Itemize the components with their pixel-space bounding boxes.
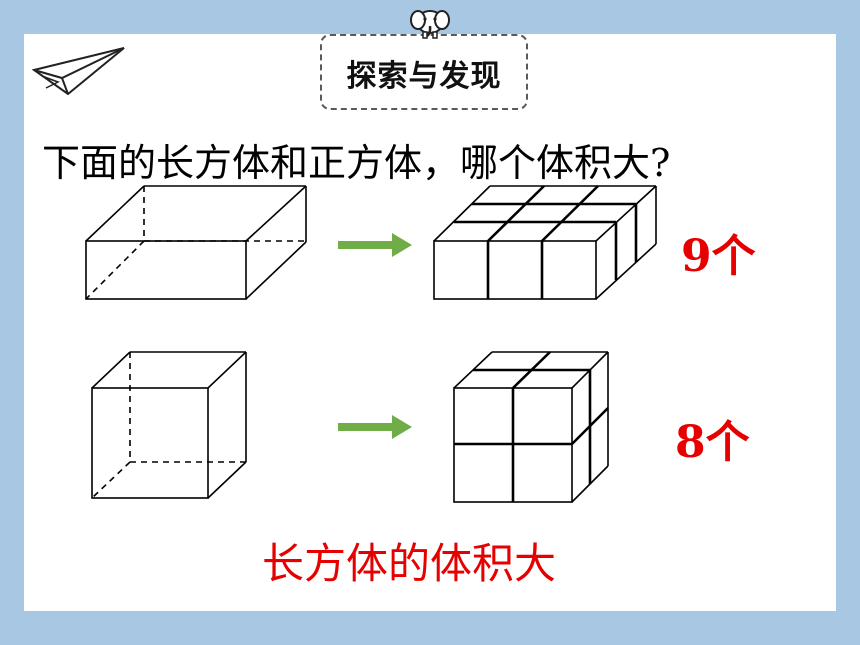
paper-plane-icon: [31, 47, 125, 96]
row-1-count: 9个: [681, 231, 756, 282]
row-2-count: 8个: [675, 417, 750, 468]
cube-figure: [91, 351, 247, 499]
cube-unit-cubes: [453, 351, 609, 503]
conclusion-text: 长方体的体积大: [262, 539, 557, 588]
section-title-box: 探索与发现: [320, 34, 532, 112]
elephant-icon: [410, 10, 450, 39]
title-frame: [320, 34, 528, 110]
cuboid-figure: [85, 185, 307, 300]
cuboid-unit-cubes: [433, 185, 657, 300]
section-title: 探索与发现: [346, 59, 502, 94]
question-text: 下面的长方体和正方体，哪个体积大?: [42, 141, 671, 185]
green-arrow-icon: [338, 415, 412, 439]
slide-canvas: 探索与发现 下面的长方体和正方体，哪个体积大?: [24, 10, 836, 611]
green-arrow-icon: [338, 233, 412, 257]
